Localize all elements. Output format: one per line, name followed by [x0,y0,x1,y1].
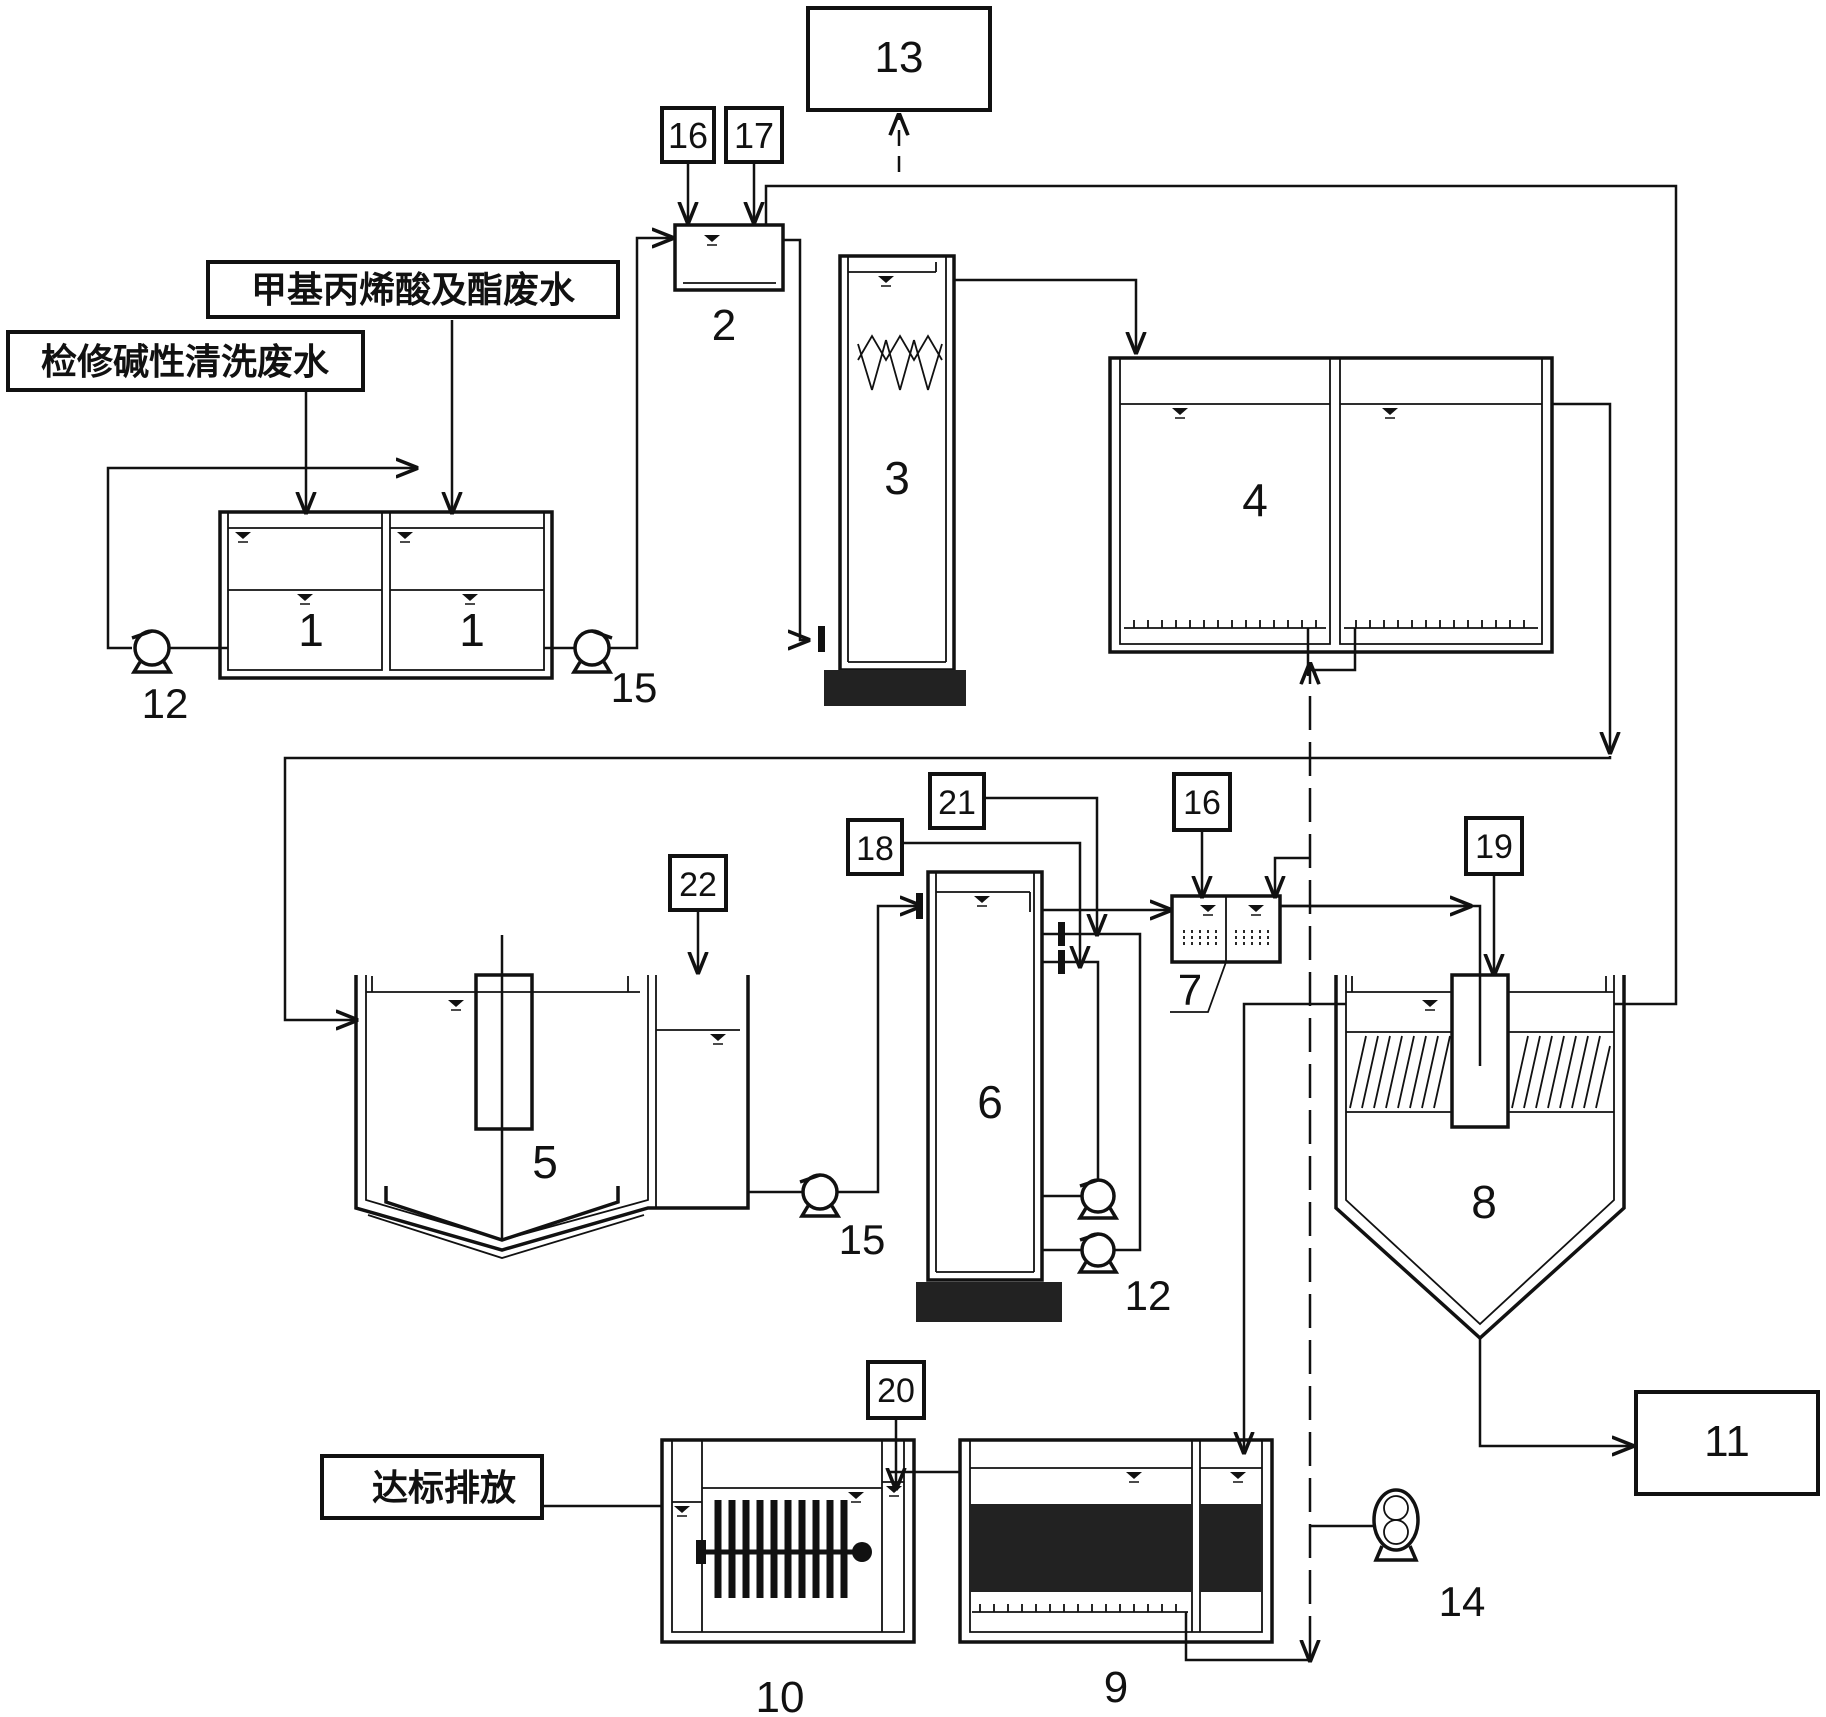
line-pump12-recirc-6 [1065,932,1142,1252]
valve-6-a [1058,922,1065,946]
column-6: 6 [916,870,1062,1322]
line-8-return-to-2 [764,184,1678,1006]
line-6-recirc-a [1065,960,1100,1180]
filter-9: 9 [958,1438,1274,1712]
tank-5: 5 [354,935,750,1259]
line-8-to-9 [1244,1002,1346,1452]
unit-11-box: 11 [1634,1390,1820,1496]
svg-text:甲基丙烯酸及酯废水: 甲基丙烯酸及酯废水 [251,270,576,311]
svg-text:9: 9 [1104,1663,1128,1712]
dosing-box-16-mid: 16 [1172,772,1232,832]
svg-text:10: 10 [756,1673,805,1717]
pump-12-top: 12 [130,629,189,727]
svg-text:达标排放: 达标排放 [372,1468,516,1509]
svg-text:5: 5 [532,1136,558,1188]
pump-12-mid-upper [1076,1178,1120,1220]
unit-13-box: 13 [806,6,992,112]
pump-12-mid: 12 [1076,1232,1172,1319]
line-pump15-to-2 [609,238,672,650]
dosing-box-17: 17 [724,106,784,164]
svg-text:6: 6 [977,1076,1003,1128]
valve-6-inlet [916,893,923,919]
svg-text:4: 4 [1242,474,1268,526]
svg-text:13: 13 [875,33,924,82]
dosing-box-21: 21 [928,772,986,830]
svg-text:检修碱性清洗废水: 检修碱性清洗废水 [41,342,330,383]
air-pipe-9 [1184,1612,1310,1662]
line-21-to-6 [984,796,1097,934]
line-18-to-6 [902,841,1080,966]
input-methacrylic-label: 甲基丙烯酸及酯废水 [206,260,620,319]
dosing-box-16-top: 16 [660,106,716,164]
line-8-to-11 [1478,1338,1632,1446]
tank-10: 10 [660,1438,916,1717]
line-4-to-5 [283,756,1612,1020]
svg-text:19: 19 [1475,828,1513,866]
line-2-to-3 [783,238,808,640]
dosing-box-22: 22 [668,854,728,912]
discharge-box: 达标排放 [320,1454,544,1520]
tank-1-pair: 1 1 [218,510,554,680]
svg-text:12: 12 [142,680,189,727]
svg-text:17: 17 [734,115,774,156]
pump-15-top: 15 [570,629,658,711]
tank-7: 7 [1170,894,1282,1015]
line-pump15-to-6 [837,906,920,1194]
svg-text:8: 8 [1471,1176,1497,1228]
svg-text:1: 1 [459,604,485,656]
svg-text:15: 15 [611,664,658,711]
blower-14: 14 [1310,1488,1486,1625]
svg-text:12: 12 [1125,1272,1172,1319]
line-3-to-4 [954,278,1136,352]
valve-6-b [1058,950,1065,974]
svg-text:11: 11 [1704,1417,1750,1466]
aeration-pipe-4 [1306,628,1357,672]
svg-text:1: 1 [298,604,324,656]
svg-text:15: 15 [839,1216,886,1263]
dosing-box-19: 19 [1464,816,1524,876]
air-to-7 [1275,856,1310,896]
dosing-box-18: 18 [846,818,904,876]
svg-text:16: 16 [1183,784,1221,822]
svg-text:14: 14 [1439,1578,1486,1625]
line-pump12-recirc [106,468,416,650]
svg-text:20: 20 [877,1372,915,1410]
input-maintenance-label: 检修碱性清洗废水 [6,330,365,392]
svg-text:18: 18 [856,830,894,868]
pump-15-mid: 15 [798,1173,886,1263]
line-4-out [1552,402,1610,752]
tank-2: 2 [673,223,785,350]
svg-text:21: 21 [938,784,976,822]
column-3: 3 [824,254,966,706]
tank-4: 4 [1108,356,1554,654]
dosing-box-20: 20 [866,1360,926,1420]
svg-text:2: 2 [712,301,736,350]
valve-3-inlet [818,626,825,652]
svg-text:16: 16 [668,115,708,156]
svg-text:7: 7 [1178,966,1202,1015]
svg-text:3: 3 [884,452,910,504]
svg-text:22: 22 [679,866,717,904]
